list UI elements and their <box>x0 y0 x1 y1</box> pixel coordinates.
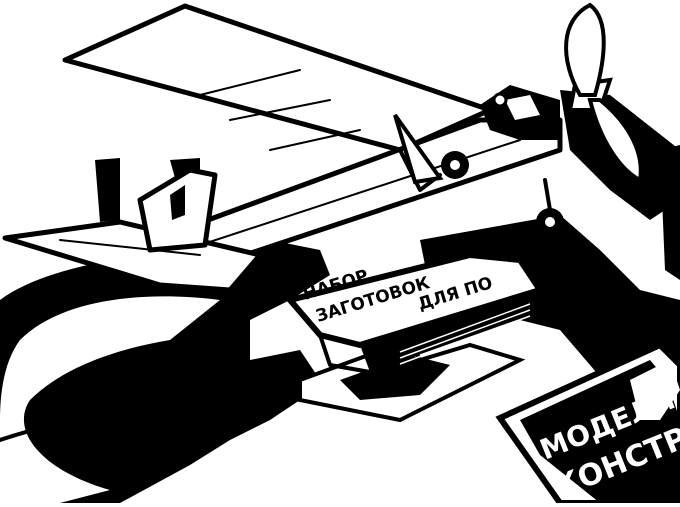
wheel-icon <box>536 178 564 236</box>
rear-wheel-icon <box>441 151 469 179</box>
propeller-icon <box>564 2 643 184</box>
kit-box: НАБОР ЗАГОТОВОК ДЛЯ ПО <box>284 251 545 423</box>
shadow-edge-line <box>0 378 192 442</box>
edge-shadow <box>660 145 680 280</box>
magazine: МОДЕЛИ КОНСТР <box>495 341 680 506</box>
model-airplane <box>2 2 643 293</box>
engine-icon <box>480 85 560 140</box>
